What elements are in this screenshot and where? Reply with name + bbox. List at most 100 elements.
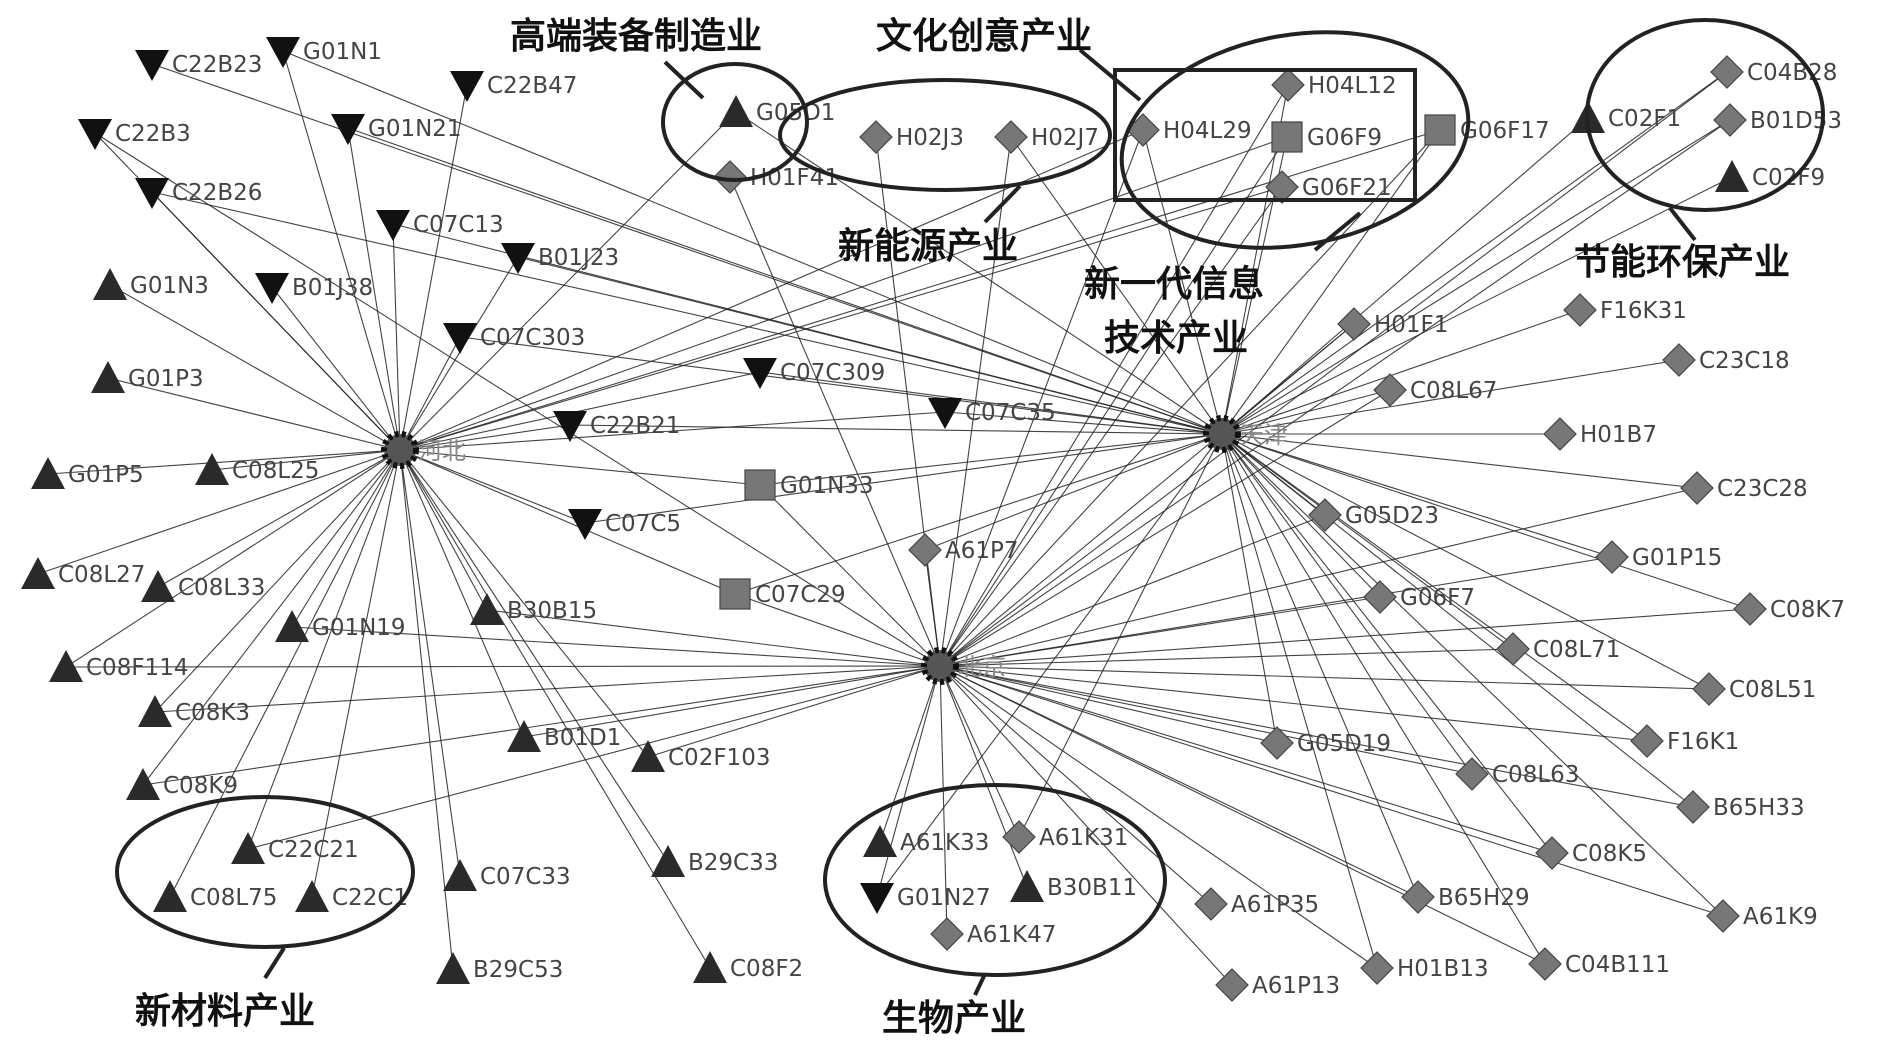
node-a61k31[interactable]: A61K31 xyxy=(1002,820,1128,854)
node-h02j7[interactable]: H02J7 xyxy=(994,120,1099,154)
node-c04b111[interactable]: C04B111 xyxy=(1528,947,1670,981)
node-g01p15[interactable]: G01P15 xyxy=(1595,540,1722,574)
node-c08k3[interactable]: C08K3 xyxy=(138,695,250,727)
node-g01n33[interactable]: G01N33 xyxy=(744,469,874,501)
node-c08l25[interactable]: C08L25 xyxy=(195,453,319,485)
node-a61p13[interactable]: A61P13 xyxy=(1215,968,1340,1002)
node-g05d23[interactable]: G05D23 xyxy=(1308,498,1439,532)
node-c22b23[interactable]: C22B23 xyxy=(135,50,262,81)
node-c07c5[interactable]: C07C5 xyxy=(568,509,681,540)
triangle-up-icon xyxy=(436,952,470,984)
node-a61p7[interactable]: A61P7 xyxy=(908,533,1019,567)
node-c08l75[interactable]: C08L75 xyxy=(153,880,277,912)
node-f16k1[interactable]: F16K1 xyxy=(1630,724,1739,758)
edge-h01b13-tianjin xyxy=(1221,433,1378,969)
triangle-up-icon xyxy=(443,859,477,891)
node-label: C08L71 xyxy=(1533,637,1620,663)
node-b01d1[interactable]: B01D1 xyxy=(507,720,621,752)
node-c08l51[interactable]: C08L51 xyxy=(1692,672,1816,706)
node-c08l63[interactable]: C08L63 xyxy=(1455,757,1579,791)
hub-beijing[interactable]: 北京 xyxy=(921,647,1006,685)
node-c22c21[interactable]: C22C21 xyxy=(231,832,359,864)
node-g01n3[interactable]: G01N3 xyxy=(93,268,209,300)
node-c04b28[interactable]: C04B28 xyxy=(1710,55,1837,89)
node-h02j3[interactable]: H02J3 xyxy=(859,120,964,154)
edge-a61p7-tianjin xyxy=(924,433,1223,551)
node-b01d53[interactable]: B01D53 xyxy=(1713,103,1842,137)
node-g01p5[interactable]: G01P5 xyxy=(31,457,144,489)
node-b65h29[interactable]: B65H29 xyxy=(1401,880,1530,914)
node-c08k5[interactable]: C08K5 xyxy=(1535,836,1647,870)
node-g01n21[interactable]: G01N21 xyxy=(331,114,462,145)
diamond-icon xyxy=(1630,724,1664,758)
edge-c08l63-beijing xyxy=(939,665,1473,775)
edge-b30b15-beijing xyxy=(486,609,941,667)
triangle-down-icon xyxy=(443,323,477,354)
node-c07c33[interactable]: C07C33 xyxy=(443,859,571,891)
node-b29c33[interactable]: B29C33 xyxy=(651,845,778,877)
node-c07c303[interactable]: C07C303 xyxy=(443,323,585,354)
node-c23c18[interactable]: C23C18 xyxy=(1662,343,1790,377)
diamond-icon xyxy=(1710,55,1744,89)
node-g01n1[interactable]: G01N1 xyxy=(266,37,382,68)
edge-h02j7-beijing xyxy=(939,136,1012,667)
node-label: B65H33 xyxy=(1713,795,1805,821)
node-a61k33[interactable]: A61K33 xyxy=(863,825,989,857)
node-label: G01N33 xyxy=(780,473,874,499)
diamond-icon xyxy=(1215,968,1249,1002)
node-c07c309[interactable]: C07C309 xyxy=(743,358,885,389)
node-a61p35[interactable]: A61P35 xyxy=(1194,887,1319,921)
node-c08l71[interactable]: C08L71 xyxy=(1496,632,1620,666)
node-g06f21[interactable]: G06F21 xyxy=(1265,170,1392,204)
node-c08l33[interactable]: C08L33 xyxy=(141,570,265,602)
node-g01n27[interactable]: G01N27 xyxy=(860,883,991,914)
triangle-down-icon xyxy=(743,358,777,389)
node-h01b13[interactable]: H01B13 xyxy=(1360,951,1489,985)
node-b30b11[interactable]: B30B11 xyxy=(1010,870,1137,902)
node-g06f17[interactable]: G06F17 xyxy=(1424,114,1550,146)
node-a61k47[interactable]: A61K47 xyxy=(930,917,1056,951)
node-c08k9[interactable]: C08K9 xyxy=(126,768,238,800)
edge-f16k31-tianjin xyxy=(1221,309,1581,435)
node-c08l27[interactable]: C08L27 xyxy=(21,557,145,589)
diamond-icon xyxy=(908,533,942,567)
node-b30b15[interactable]: B30B15 xyxy=(470,593,597,625)
node-f16k31[interactable]: F16K31 xyxy=(1563,293,1687,327)
edge-c08l51-tianjin xyxy=(1221,433,1710,690)
node-h01b7[interactable]: H01B7 xyxy=(1543,417,1657,451)
node-c22b3[interactable]: C22B3 xyxy=(78,119,191,150)
node-h04l29[interactable]: H04L29 xyxy=(1126,113,1252,147)
node-g01n19[interactable]: G01N19 xyxy=(275,610,406,642)
node-c08f114[interactable]: C08F114 xyxy=(49,650,188,682)
node-c07c35[interactable]: C07C35 xyxy=(928,398,1056,429)
node-label: C23C18 xyxy=(1699,348,1790,374)
node-c22c1[interactable]: C22C1 xyxy=(295,880,408,912)
node-c08l67[interactable]: C08L67 xyxy=(1373,373,1497,407)
node-g06f9[interactable]: G06F9 xyxy=(1271,121,1382,153)
node-c07c29[interactable]: C07C29 xyxy=(719,578,846,610)
node-h04l12[interactable]: H04L12 xyxy=(1271,68,1397,102)
node-g06f7[interactable]: G06F7 xyxy=(1363,580,1475,614)
node-c22b26[interactable]: C22B26 xyxy=(135,178,262,209)
node-b01j38[interactable]: B01J38 xyxy=(255,273,373,304)
node-c22b47[interactable]: C22B47 xyxy=(450,71,577,102)
node-g01p3[interactable]: G01P3 xyxy=(91,361,204,393)
node-b29c53[interactable]: B29C53 xyxy=(436,952,563,984)
hub-tianjin[interactable]: 天津 xyxy=(1203,415,1288,453)
node-a61k9[interactable]: A61K9 xyxy=(1706,899,1818,933)
edge-b01j38-hebei xyxy=(271,286,401,451)
node-c22b21[interactable]: C22B21 xyxy=(553,411,680,442)
node-h01f41[interactable]: H01F41 xyxy=(713,160,839,194)
node-c02f9[interactable]: C02F9 xyxy=(1715,160,1825,192)
node-c23c28[interactable]: C23C28 xyxy=(1680,471,1808,505)
node-c08f2[interactable]: C08F2 xyxy=(693,951,803,983)
node-b65h33[interactable]: B65H33 xyxy=(1676,790,1805,824)
node-h01f1[interactable]: H01F1 xyxy=(1337,307,1448,341)
node-c07c13[interactable]: C07C13 xyxy=(376,210,504,241)
hub-hebei[interactable]: 河北 xyxy=(381,431,466,469)
node-g05d19[interactable]: G05D19 xyxy=(1260,726,1391,760)
node-c08k7[interactable]: C08K7 xyxy=(1733,592,1845,626)
node-c02f103[interactable]: C02F103 xyxy=(631,740,770,772)
triangle-up-icon xyxy=(141,570,175,602)
node-b01j23[interactable]: B01J23 xyxy=(501,243,619,274)
